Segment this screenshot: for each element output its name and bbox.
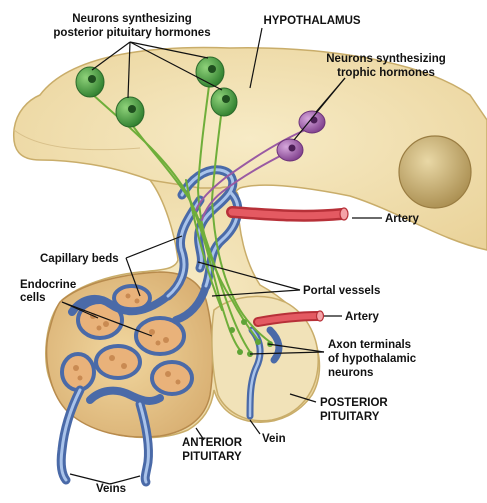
posterior-axons: [89, 77, 271, 353]
label-posterior-pituitary: POSTERIOR: [320, 397, 388, 409]
label-anterior-pituitary: ANTERIOR: [182, 437, 243, 449]
neuron-cell: [276, 138, 304, 162]
neuron-cell: [298, 110, 326, 134]
label-portal-vessels: Portal vessels: [303, 285, 380, 297]
label-veins: Veins: [96, 483, 126, 495]
arteries: [226, 206, 349, 327]
label-neurons-posterior: Neurons synthesizing: [72, 13, 192, 25]
label-capillary-beds: Capillary beds: [40, 253, 119, 265]
label-endocrine: Endocrine: [20, 279, 76, 291]
label-axon-terminals-2: of hypothalamic: [328, 353, 417, 365]
label-neurons-trophic-2: trophic hormones: [337, 67, 435, 79]
label-artery-lower: Artery: [345, 311, 379, 323]
label-neurons-trophic: Neurons synthesizing: [326, 53, 446, 65]
neuron-cell: [195, 56, 225, 88]
leader-lines: [61, 27, 382, 485]
endocrine-cells: [60, 284, 194, 396]
label-axon-terminals: Axon terminals: [328, 339, 411, 351]
neuron-cell: [210, 87, 238, 117]
posterior-pituitary: [211, 295, 319, 422]
mammillary-body: [398, 135, 472, 209]
label-anterior-pituitary-2: PITUITARY: [182, 451, 242, 463]
label-vein: Vein: [262, 433, 286, 445]
labels: Neurons synthesizing posterior pituitary…: [20, 13, 446, 495]
neuron-cell: [115, 96, 145, 128]
trophic-neurons: [276, 110, 326, 162]
label-axon-terminals-3: neurons: [328, 367, 373, 379]
label-posterior-pituitary-2: PITUITARY: [320, 411, 380, 423]
label-hypothalamus: HYPOTHALAMUS: [263, 15, 360, 27]
neuron-cell: [75, 66, 105, 98]
label-neurons-posterior-2: posterior pituitary hormones: [53, 27, 210, 39]
label-artery-upper: Artery: [385, 213, 419, 225]
axon-terminals: [229, 319, 273, 357]
label-endocrine-2: cells: [20, 292, 46, 304]
